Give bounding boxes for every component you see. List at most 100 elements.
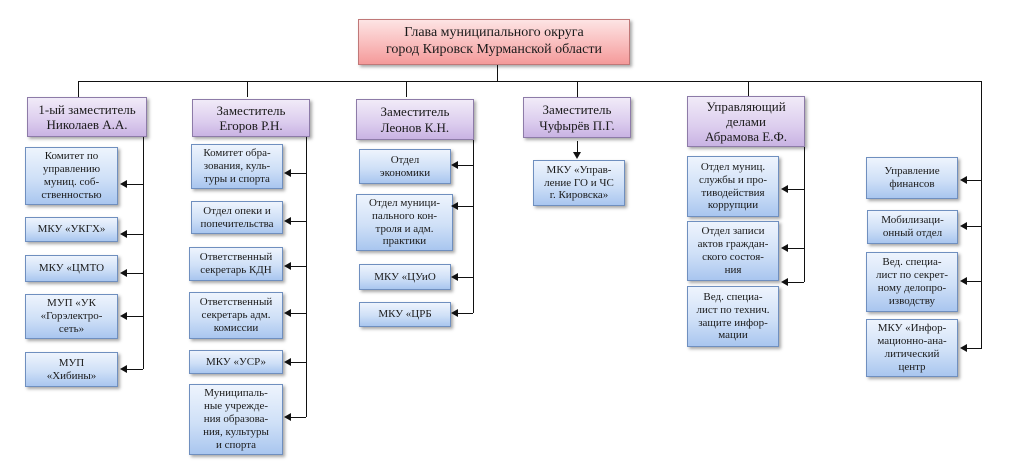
arrow-icon: [284, 358, 291, 366]
deputy-box[interactable]: Заместитель Леонов К.Н.: [356, 99, 474, 140]
connector-line: [306, 137, 307, 417]
unit-label: МКУ «УСР»: [206, 355, 266, 368]
arrow-icon: [120, 180, 127, 188]
unit-label: Отдел записи актов граждан- ского состоя…: [697, 225, 769, 276]
arrow-icon: [451, 161, 458, 169]
unit-label: МУП «УК «Горэлектро- сеть»: [40, 297, 103, 335]
connector-line: [291, 221, 306, 222]
connector-line: [788, 189, 804, 190]
arrow-icon: [451, 273, 458, 281]
unit-box[interactable]: Отдел опеки и попечительства: [191, 201, 283, 234]
unit-box[interactable]: МУП «Хибины»: [25, 352, 118, 387]
unit-box[interactable]: Муниципаль- ные учрежде- ния образова- н…: [189, 384, 283, 455]
connector-line: [577, 81, 578, 97]
connector-line: [247, 81, 248, 97]
connector-line: [788, 248, 804, 249]
unit-box[interactable]: Вед. специа- лист по секрет- ному делопр…: [866, 252, 958, 312]
deputy-box[interactable]: Заместитель Егоров Р.Н.: [192, 99, 310, 137]
arrow-icon: [960, 222, 967, 230]
unit-label: Вед. специа- лист по технич. защите инфо…: [696, 290, 770, 342]
unit-box[interactable]: МКУ «ЦУиО: [359, 264, 451, 290]
connector-line: [458, 313, 473, 314]
deputy-label: Заместитель Чуфырёв П.Г.: [539, 102, 615, 133]
connector-line: [577, 141, 578, 153]
unit-label: Муниципаль- ные учрежде- ния образова- н…: [203, 387, 269, 451]
unit-box[interactable]: МУП «УК «Горэлектро- сеть»: [25, 294, 118, 339]
arrow-icon: [960, 344, 967, 352]
connector-line: [458, 165, 473, 166]
unit-box[interactable]: Комитет обра- зования, куль- туры и спор…: [191, 144, 283, 189]
unit-label: Отдел муници- пального кон- троля и адм.…: [369, 196, 440, 248]
connector-line: [127, 184, 143, 185]
unit-box[interactable]: Вед. специа- лист по технич. защите инфо…: [687, 286, 779, 347]
unit-box[interactable]: Мобилизаци- онный отдел: [867, 210, 958, 244]
deputy-box[interactable]: Заместитель Чуфырёв П.Г.: [523, 97, 631, 138]
connector-line: [458, 206, 473, 207]
deputy-box[interactable]: 1-ый заместитель Николаев А.А.: [27, 97, 147, 137]
unit-box[interactable]: МКУ «ЦМТО: [25, 255, 118, 282]
unit-label: Ответственный секретарь КДН: [199, 251, 273, 276]
head-label: Глава муниципального округа город Кировс…: [386, 25, 602, 57]
arrow-icon: [781, 278, 788, 286]
unit-label: Ответственный секретарь адм. комиссии: [199, 296, 273, 334]
arrow-icon: [284, 262, 291, 270]
unit-box[interactable]: Комитет по управлению муниц. соб- ственн…: [25, 147, 118, 205]
unit-box[interactable]: Отдел экономики: [359, 149, 451, 184]
arrow-icon: [284, 169, 291, 177]
connector-line: [406, 81, 407, 97]
arrow-icon: [960, 277, 967, 285]
arrow-icon: [781, 244, 788, 252]
unit-label: Отдел опеки и попечительства: [200, 204, 274, 230]
unit-box[interactable]: Управление финансов: [866, 157, 958, 199]
arrow-icon: [960, 176, 967, 184]
arrow-icon: [120, 365, 127, 373]
deputy-label: Заместитель Леонов К.Н.: [380, 104, 450, 135]
unit-box[interactable]: МКУ «ЦРБ: [359, 302, 451, 327]
connector-line: [804, 147, 805, 282]
arrow-icon: [284, 413, 291, 421]
unit-label: МКУ «ЦУиО: [374, 270, 436, 283]
unit-label: МКУ «Управ- ление ГО и ЧС г. Кировска»: [544, 163, 614, 202]
connector-line: [981, 81, 982, 349]
deputy-label: 1-ый заместитель Николаев А.А.: [38, 101, 136, 132]
arrow-icon: [451, 309, 458, 317]
unit-box[interactable]: Ответственный секретарь адм. комиссии: [189, 292, 283, 339]
unit-label: Мобилизаци- онный отдел: [881, 214, 944, 239]
connector-line: [291, 313, 306, 314]
unit-box[interactable]: Отдел муниц. службы и про- тиводействия …: [687, 156, 779, 217]
connector-line: [127, 234, 143, 235]
arrow-icon: [573, 152, 581, 159]
connector-line: [748, 81, 749, 96]
unit-box[interactable]: МКУ «УКГХ»: [25, 217, 118, 242]
unit-box[interactable]: МКУ «УСР»: [189, 350, 283, 374]
connector-line: [291, 417, 306, 418]
unit-box[interactable]: Ответственный секретарь КДН: [189, 247, 283, 281]
unit-box[interactable]: Отдел муници- пального кон- троля и адм.…: [356, 194, 453, 251]
unit-box[interactable]: Отдел записи актов граждан- ского состоя…: [687, 221, 779, 281]
connector-line: [473, 140, 474, 313]
connector-line: [788, 282, 804, 283]
deputy-box[interactable]: Управляющий делами Абрамова Е.Ф.: [687, 96, 805, 147]
arrow-icon: [120, 312, 127, 320]
arrow-icon: [284, 309, 291, 317]
connector-line: [143, 137, 144, 369]
connector-line: [291, 173, 306, 174]
unit-label: Отдел муниц. службы и про- тиводействия …: [698, 160, 768, 212]
connector-line: [127, 273, 143, 274]
connector-line: [497, 65, 498, 81]
unit-label: МКУ «ЦРБ: [378, 308, 432, 321]
connector-line: [458, 277, 473, 278]
unit-box[interactable]: МКУ «Управ- ление ГО и ЧС г. Кировска»: [533, 160, 625, 206]
unit-label: Комитет по управлению муниц. соб- ственн…: [41, 150, 102, 201]
unit-label: МКУ «УКГХ»: [37, 223, 106, 236]
unit-label: Вед. специа- лист по секрет- ному делопр…: [875, 256, 949, 307]
unit-label: МКУ «ЦМТО: [38, 262, 105, 275]
unit-label: Отдел экономики: [379, 153, 431, 179]
connector-line: [127, 316, 143, 317]
head-box[interactable]: Глава муниципального округа город Кировс…: [358, 19, 630, 65]
unit-label: МКУ «Инфор- мационно-ана- литический цен…: [877, 322, 947, 373]
connector-line: [127, 369, 143, 370]
deputy-label: Управляющий делами Абрамова Е.Ф.: [704, 98, 788, 145]
connector-line: [291, 362, 306, 363]
unit-box[interactable]: МКУ «Инфор- мационно-ана- литический цен…: [866, 319, 958, 377]
